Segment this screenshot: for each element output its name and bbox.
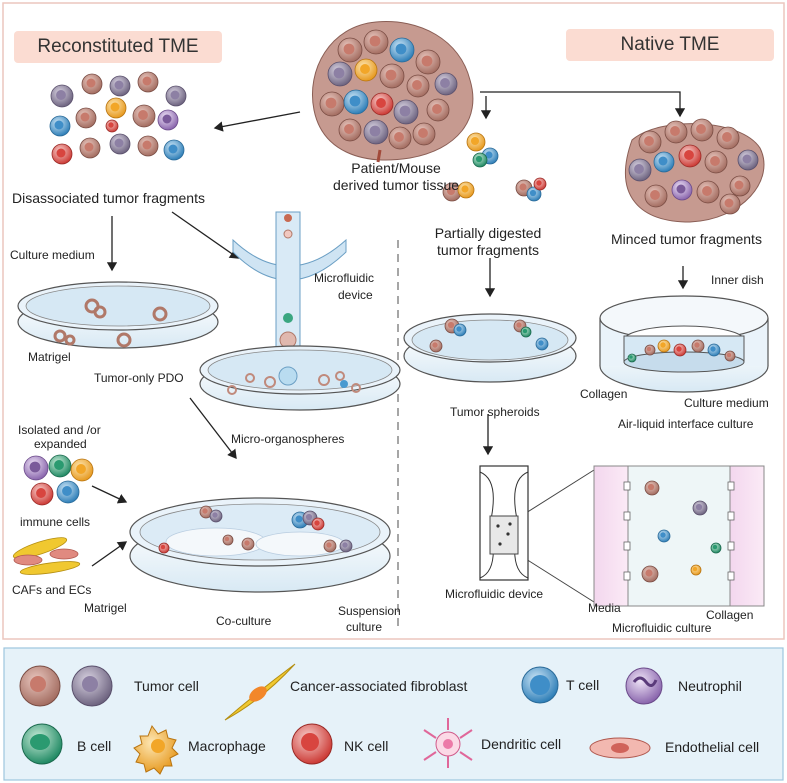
suspension-label-line2: culture	[346, 620, 383, 634]
air-liquid-label: Air-liquid interface culture	[618, 417, 754, 431]
legend-nk-cell-icon	[291, 723, 333, 765]
legend-dendritic-cell-label: Dendritic cell	[481, 736, 562, 752]
microfluidic-culture-label: Microfluidic culture	[612, 621, 712, 635]
microfluidic-device-label: Microfluidic device	[445, 587, 544, 601]
collagen-ali-label: Collagen	[580, 387, 628, 401]
microfluidic-chip-icon	[479, 465, 529, 581]
microfluidic-device-left-icon	[232, 211, 347, 363]
collagen-mf-label: Collagen	[706, 608, 754, 622]
inner-dish-label: Inner dish	[711, 273, 764, 287]
flow-arrows	[91, 91, 689, 603]
legend-box	[3, 647, 784, 781]
partially-digested-fragments-icon	[442, 132, 547, 202]
microfluidic-label-line1: Microfluidic	[314, 271, 375, 285]
isolated-label-line2: expanded	[34, 437, 87, 451]
legend-neutrophil-label: Neutrophil	[678, 678, 742, 694]
isolated-label-line1: Isolated and /or	[18, 423, 101, 437]
partially-digested-label-line1: Partially digested	[434, 225, 542, 241]
matrigel-co-label: Matrigel	[84, 601, 127, 615]
legend-b-cell-label: B cell	[77, 738, 112, 754]
cafs-ecs-icon	[12, 537, 81, 575]
legend-endothelial-cell-label: Endothelial cell	[665, 739, 760, 755]
suspension-label-line1: Suspension	[338, 604, 401, 618]
source-label-line1: Patient/Mouse	[351, 160, 441, 176]
tumor-tissue-icon	[312, 21, 474, 163]
micro-organospheres-dish	[199, 345, 401, 411]
legend-neutrophil-icon	[625, 667, 663, 705]
legend-nk-cell-label: NK cell	[344, 738, 389, 754]
legend-endothelial-cell-icon	[589, 737, 651, 759]
legend-tumor-cell-label: Tumor cell	[134, 678, 199, 694]
pdo-dish	[17, 281, 219, 349]
legend-t-cell-label: T cell	[566, 677, 600, 693]
micro-organospheres-label: Micro-organospheres	[231, 432, 345, 446]
cafs-ecs-label: CAFs and ECs	[12, 583, 92, 597]
partially-digested-label-line2: tumor fragments	[437, 242, 539, 258]
disassociated-cells-icon	[49, 71, 187, 165]
co-culture-label: Co-culture	[216, 614, 272, 628]
matrigel-pdo-label: Matrigel	[28, 350, 71, 364]
reconstituted-tme-header: Reconstituted TME	[14, 31, 222, 63]
native-tme-header: Native TME	[566, 29, 774, 61]
co-culture-dish	[129, 497, 391, 593]
media-label: Media	[588, 601, 621, 615]
disassociated-label: Disassociated tumor fragments	[12, 190, 205, 206]
air-liquid-dish	[599, 295, 769, 393]
legend-macrophage-icon	[133, 724, 179, 775]
tumor-spheroids-dish	[403, 313, 577, 383]
legend-dendritic-cell-icon	[423, 718, 473, 768]
legend-b-cell-icon	[21, 723, 63, 765]
legend-macrophage-label: Macrophage	[188, 738, 266, 754]
legend-tumor-cell-icon	[19, 665, 113, 707]
culture-medium-ali-label: Culture medium	[684, 396, 769, 410]
legend-t-cell-icon	[521, 666, 559, 704]
minced-fragments-icon	[625, 118, 765, 223]
source-label-line2: derived tumor tissue	[332, 177, 460, 193]
legend-caf-icon	[224, 663, 296, 721]
immune-cells-icon	[23, 454, 94, 506]
immune-cells-label: immune cells	[20, 515, 91, 529]
tumor-spheroids-label: Tumor spheroids	[450, 405, 540, 419]
top-panel-frame	[2, 2, 785, 640]
minced-label: Minced tumor fragments	[611, 231, 762, 247]
culture-medium-label: Culture medium	[10, 248, 95, 262]
microfluidic-label-line2: device	[338, 288, 373, 302]
microfluidic-culture-view	[593, 465, 765, 607]
legend-caf-label: Cancer-associated fibroblast	[290, 678, 468, 694]
tumor-only-pdo-label: Tumor-only PDO	[94, 371, 184, 385]
